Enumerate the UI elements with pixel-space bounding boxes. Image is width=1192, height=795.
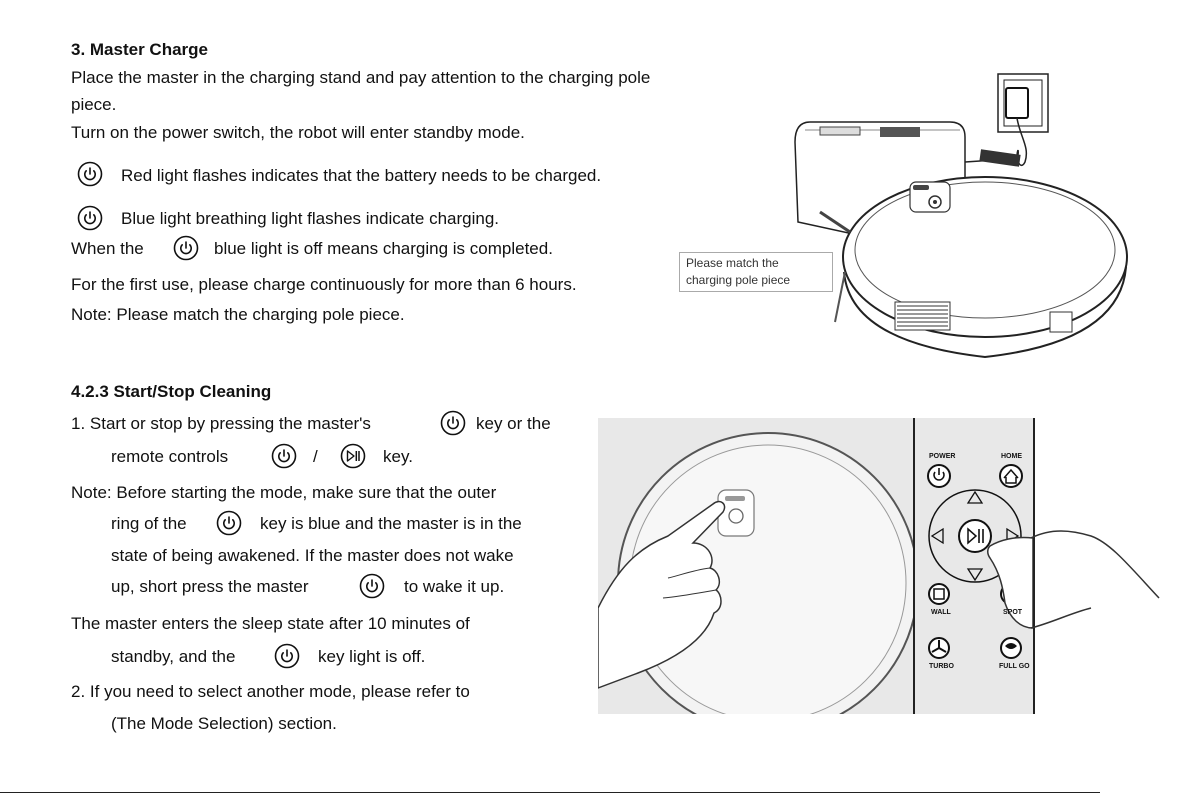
power-icon	[274, 643, 300, 669]
blue-light-text: Blue light breathing light flashes indic…	[121, 209, 500, 228]
step-text-cont: key.	[383, 447, 413, 466]
when-text: When the	[71, 239, 144, 258]
footer-rule	[0, 792, 1100, 793]
power-icon	[359, 573, 385, 599]
paragraph-line: piece.	[71, 95, 117, 114]
mode-text: 2. If you need to select another mode, p…	[71, 682, 470, 701]
note-text-cont: to wake it up.	[404, 577, 505, 596]
step-text: 1. Start or stop by pressing the master'…	[71, 414, 371, 433]
red-light-text: Red light flashes indicates that the bat…	[121, 166, 602, 185]
callout-line: charging pole piece	[686, 273, 791, 287]
sleep-text: standby, and the	[111, 647, 236, 666]
sleep-text-cont: key light is off.	[318, 647, 426, 666]
power-icon	[173, 235, 199, 261]
power-icon	[271, 443, 297, 469]
note-text-cont: key is blue and the master is in the	[260, 514, 522, 533]
callout-box: Please match the charging pole piece	[679, 252, 833, 292]
slash-text: /	[313, 447, 318, 466]
remote-label-spot: SPOT	[1003, 609, 1023, 616]
robot-dock-illustration	[794, 73, 1128, 359]
section-heading: 4.2.3 Start/Stop Cleaning	[71, 382, 272, 401]
note-text: up, short press the master	[111, 577, 309, 596]
power-icon	[77, 161, 103, 187]
when-text-cont: blue light is off means charging is comp…	[214, 239, 553, 258]
power-icon	[440, 410, 466, 436]
paragraph-line: Place the master in the charging stand a…	[71, 68, 651, 87]
robot-photo	[597, 418, 919, 734]
hand-icon	[1030, 418, 1161, 714]
note-text: state of being awakened. If the master d…	[111, 546, 514, 565]
step-text-cont: key or the	[476, 414, 551, 433]
mode-text: (The Mode Selection) section.	[111, 714, 337, 733]
sleep-text: The master enters the sleep state after …	[71, 614, 470, 633]
step-text: remote controls	[111, 447, 229, 466]
paragraph-line: Turn on the power switch, the robot will…	[71, 123, 525, 142]
remote-control: POWER HOME WALL SPOT TURBO FULL GO	[913, 418, 1035, 714]
power-icon	[216, 510, 242, 536]
remote-label-full-go: FULL GO	[999, 663, 1030, 670]
section-heading: 3. Master Charge	[71, 40, 208, 59]
remote-label-wall: WALL	[931, 609, 951, 616]
remote-label-power: POWER	[929, 453, 956, 460]
callout-line: Please match the	[686, 256, 779, 270]
first-use-text: For the first use, please charge continu…	[71, 275, 577, 294]
note-text: Note: Before starting the mode, make sur…	[71, 483, 497, 502]
remote-label-turbo: TURBO	[929, 663, 954, 670]
note-text: ring of the	[111, 514, 187, 533]
power-icon	[77, 205, 103, 231]
remote-label-home: HOME	[1001, 453, 1022, 460]
play-pause-icon	[340, 443, 366, 469]
note-text: Note: Please match the charging pole pie…	[71, 305, 405, 324]
